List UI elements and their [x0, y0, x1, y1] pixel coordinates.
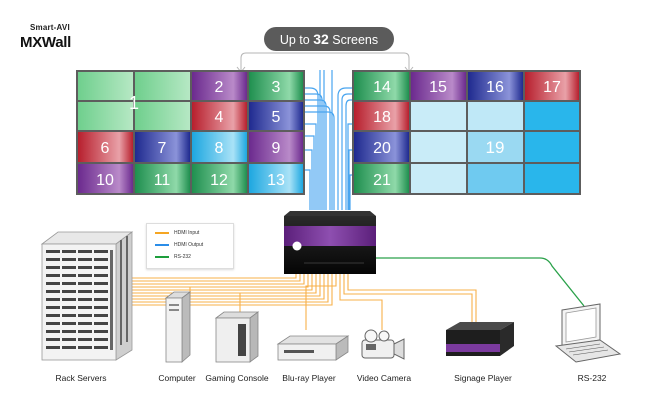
screen-tile [192, 164, 247, 193]
screen-number: 8 [215, 140, 224, 157]
legend-label: RS-232 [174, 254, 191, 260]
screen-tile [525, 132, 579, 162]
connection-legend: HDMI Input HDMI Output RS-232 [146, 223, 234, 269]
screen-tile [249, 72, 303, 100]
screen-tile [78, 72, 133, 100]
legend-swatch [155, 243, 169, 246]
screen-number: 14 [373, 79, 391, 96]
screen-tile [468, 72, 523, 100]
screen-tile [249, 102, 303, 130]
laptop-icon [554, 303, 622, 363]
screen-tile [192, 132, 247, 162]
video-camera-icon [361, 329, 405, 360]
screen-number: 19 [486, 138, 505, 157]
screen-number: 9 [272, 140, 281, 157]
device-label: Blu-ray Player [282, 373, 336, 383]
screen-number: 10 [96, 172, 114, 189]
screen-tile [249, 164, 303, 193]
legend-label: HDMI Input [174, 230, 200, 236]
screen-number: 7 [158, 140, 167, 157]
legend-item: HDMI Output [155, 241, 203, 249]
rs232-wire [372, 257, 585, 307]
screen-tile [525, 72, 579, 100]
headline-prefix: Up to [279, 33, 314, 47]
matrix-switch-device [284, 211, 376, 274]
device-label: Computer [158, 373, 196, 383]
screen-number: 18 [373, 109, 391, 126]
headline-bracket [236, 52, 414, 73]
screen-tile [411, 72, 466, 100]
screen-tile [135, 102, 190, 130]
screen-number: 4 [215, 109, 224, 126]
signage-player-icon [446, 322, 514, 356]
legend-swatch [155, 231, 169, 234]
screen-number: 5 [272, 109, 281, 126]
device-label: RS-232 [577, 373, 607, 383]
rack-servers-icon [40, 231, 134, 361]
bluray-player-icon [276, 335, 350, 361]
screen-tile [411, 102, 466, 130]
screen-tile [135, 164, 190, 193]
screen-tile [78, 132, 133, 162]
screen-tile [525, 102, 579, 130]
legend-item: HDMI Input [155, 229, 199, 237]
brand-company: Smart-AVI [30, 23, 70, 32]
screen-number: 16 [486, 79, 504, 96]
device-label: Rack Servers [55, 373, 107, 383]
headline-suffix: Screens [328, 33, 379, 47]
screen-tile [78, 102, 133, 130]
device-label: Signage Player [454, 373, 512, 383]
brand-product: MXWall [20, 34, 71, 51]
right-video-wall [352, 70, 581, 195]
screen-tile [468, 102, 523, 130]
screen-number: 17 [543, 79, 561, 96]
gaming-console-icon [214, 311, 260, 363]
screen-tile [135, 72, 190, 100]
legend-item: RS-232 [155, 253, 191, 261]
left-video-wall [76, 70, 305, 195]
screen-tile [354, 132, 409, 162]
screen-tile [468, 132, 523, 162]
screen-number: 13 [267, 172, 285, 189]
device-label: Gaming Console [205, 373, 269, 383]
headline-count: 32 [313, 31, 329, 47]
screen-number: 3 [272, 79, 281, 96]
screen-number: 12 [210, 172, 228, 189]
screen-number: 6 [101, 140, 110, 157]
screen-tile [354, 102, 409, 130]
screen-tile [411, 164, 466, 193]
screen-tile [192, 102, 247, 130]
legend-swatch [155, 255, 169, 258]
device-label: Video Camera [356, 373, 412, 383]
screen-number: 20 [373, 140, 391, 157]
screen-number: 15 [429, 79, 447, 96]
screen-tile [525, 164, 579, 193]
screen-tile [249, 132, 303, 162]
legend-label: HDMI Output [174, 242, 204, 248]
hdmi-output-wires [305, 70, 352, 210]
screen-number: 2 [215, 79, 224, 96]
computer-tower-icon [164, 291, 192, 363]
screen-tile [354, 164, 409, 193]
screen-tile [192, 72, 247, 100]
screen-number: 1 [129, 93, 139, 113]
screen-number: 11 [154, 172, 171, 189]
screen-tile [468, 164, 523, 193]
screen-tile [78, 164, 133, 193]
screen-number: 21 [373, 172, 391, 189]
screen-numbers: 1 2 3 4 5 6 7 8 9 10 11 12 13 14 15 16 1… [96, 79, 561, 189]
screen-count-headline: Up to 32 Screens [264, 27, 394, 51]
screen-tile [411, 132, 466, 162]
screen-tile [354, 72, 409, 100]
screen-tile [135, 132, 190, 162]
